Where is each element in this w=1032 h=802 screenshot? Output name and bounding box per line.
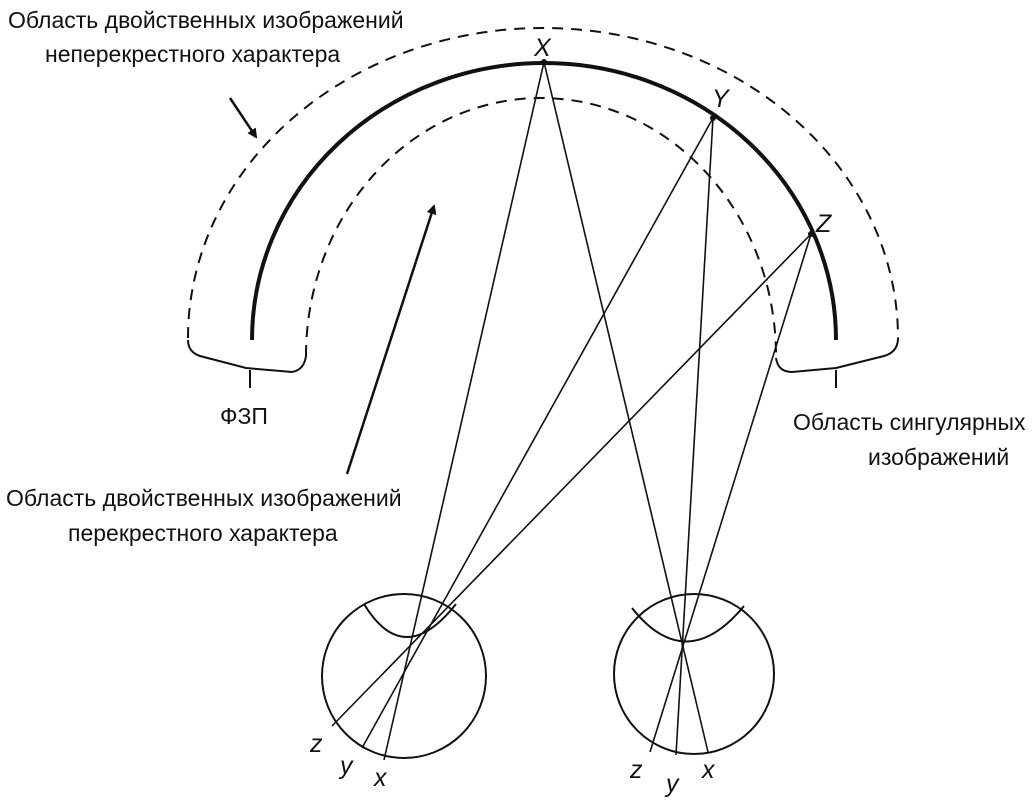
right-retina-y-label: y (664, 770, 680, 797)
right-retina-z-label: z (629, 756, 643, 784)
uncrossed-region-arrow (230, 98, 256, 137)
uncrossed-region-label-line2: неперекрестного характера (45, 41, 340, 67)
right-eye (614, 594, 774, 754)
fzp-label: ФЗП (220, 403, 268, 429)
outer-dashed-boundary (188, 28, 898, 338)
crossed-region-label-line1: Область двойственных изображений (6, 485, 402, 511)
left-retina-x-label: x (373, 764, 388, 792)
left-retina-z-label: z (309, 730, 323, 758)
right-retina-x-label: x (701, 756, 716, 784)
left-eye-lens (364, 604, 456, 637)
uncrossed-region-label-line1: Область двойственных изображений (8, 7, 404, 33)
right-eye-lens (632, 606, 744, 642)
crossed-region-arrow (347, 206, 434, 474)
singular-region-label-line1: Область сингулярных (793, 409, 1026, 435)
projection-lines (332, 62, 811, 760)
point-z-label: Z (815, 210, 832, 238)
singular-bracket (776, 338, 898, 372)
point-y-label: Y (712, 85, 731, 113)
singular-region-label-line2: изображений (868, 444, 1009, 470)
point-y-marker (710, 115, 716, 121)
inner-dashed-boundary (306, 98, 776, 356)
point-z-marker (808, 231, 814, 237)
left-retina-y-label: y (338, 752, 354, 780)
fzp-bracket (188, 340, 306, 372)
point-x-label: X (533, 34, 552, 62)
crossed-region-label-line2: перекрестного характера (68, 520, 338, 546)
